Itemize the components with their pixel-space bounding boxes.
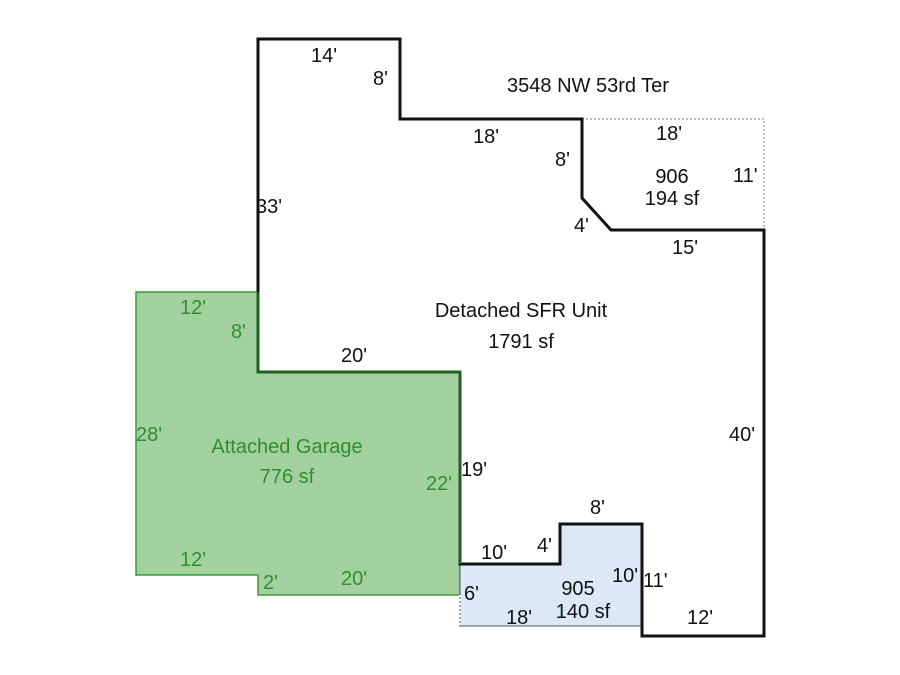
dim-label: 20' bbox=[341, 568, 367, 590]
dim-label: 18' bbox=[473, 126, 499, 148]
dim-label: 22' bbox=[426, 473, 452, 495]
dim-label: 6' bbox=[464, 583, 479, 605]
dim-label: 18' bbox=[506, 607, 532, 629]
dim-label: 10' bbox=[481, 542, 507, 564]
area-906-sf: 194 sf bbox=[645, 188, 700, 210]
dim-label: 18' bbox=[656, 123, 682, 145]
address-label: 3548 NW 53rd Ter bbox=[507, 75, 669, 97]
area-906-code: 906 bbox=[655, 166, 688, 188]
dim-label: 8' bbox=[590, 497, 605, 519]
dim-label: 11' bbox=[733, 165, 758, 187]
area-905-code: 905 bbox=[561, 578, 594, 600]
dim-label: 12' bbox=[180, 549, 206, 571]
area-906-outline bbox=[582, 118, 765, 230]
dim-label: 8' bbox=[373, 68, 388, 90]
dim-label: 4' bbox=[574, 215, 589, 237]
dim-label: 12' bbox=[687, 607, 713, 629]
dim-label: 19' bbox=[461, 459, 487, 481]
area-905-sf: 140 sf bbox=[556, 601, 611, 623]
main-area-name: Detached SFR Unit bbox=[435, 300, 608, 322]
dim-label: 15' bbox=[672, 237, 698, 259]
dim-label: 33' bbox=[256, 196, 282, 218]
dim-label: 12' bbox=[180, 297, 206, 319]
garage-area-sf: 776 sf bbox=[260, 466, 315, 488]
dim-label: 10' bbox=[612, 565, 638, 587]
dim-label: 20' bbox=[341, 345, 367, 367]
dim-label: 8' bbox=[231, 321, 246, 343]
dim-label: 40' bbox=[729, 424, 755, 446]
dim-label: 8' bbox=[555, 149, 570, 171]
garage-area-name: Attached Garage bbox=[211, 436, 362, 458]
main-area-sf: 1791 sf bbox=[488, 331, 554, 353]
garage-shared-wall bbox=[256, 292, 462, 564]
dim-label: 4' bbox=[537, 535, 552, 557]
dim-label: 11' bbox=[643, 570, 668, 592]
dim-label: 28' bbox=[136, 424, 162, 446]
dim-label: 14' bbox=[311, 45, 337, 67]
dim-label: 2' bbox=[263, 572, 278, 594]
